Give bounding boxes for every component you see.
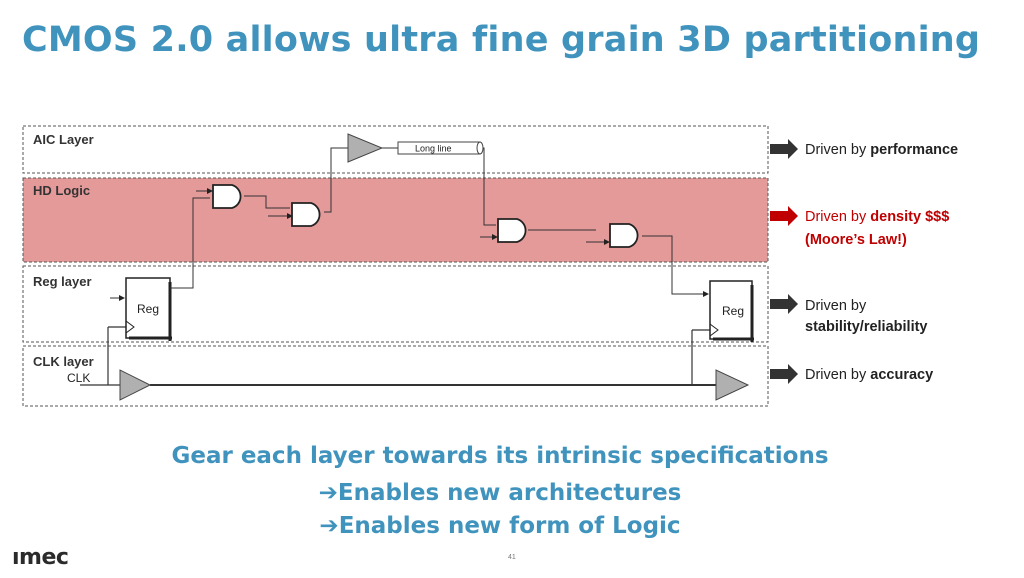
aic-buffer-icon [347,133,384,163]
and-gate-2-icon [291,202,321,227]
hd-driver-text: Driven by density $$$ [805,209,949,225]
reg-layer-label: Reg layer [33,274,92,289]
hd-driver-arrow-icon [770,206,798,226]
bottom-line-3-text: Enables new form of Logic [338,513,681,539]
reg-driver-arrow-icon [770,294,798,314]
arrow-icon: ➔ [318,480,338,506]
clk-wiring [80,326,716,386]
clk-driver-text: Driven by accuracy [805,367,933,383]
bottom-line-2-text: Enables new architectures [337,480,682,506]
logic-wiring [110,147,709,301]
clk-buffer-left-icon [119,369,152,401]
slide-title: CMOS 2.0 allows ultra fine grain 3D part… [22,20,981,60]
page-number: 41 [508,554,516,561]
bottom-line-3: ➔Enables new form of Logic [0,513,1000,539]
and-gate-3-icon [497,218,527,243]
hd-logic-layer-label: HD Logic [33,183,90,198]
register-right-label: Reg [722,304,744,318]
clk-layer-box [22,345,769,407]
imec-logo: ımec [12,545,69,570]
register-left [125,277,172,341]
register-left-label: Reg [137,302,159,316]
clk-layer-label: CLK layer [33,354,94,369]
reg-driver-text-line2: stability/reliability [805,319,928,335]
aic-layer-box [22,125,769,174]
bottom-line-1: Gear each layer towards its intrinsic sp… [171,443,829,469]
reg-driver-text-line1: Driven by [805,298,867,314]
aic-driver-text: Driven by performance [805,142,958,158]
long-line-cylinder-icon [397,141,484,155]
hd-driver-text-line2: (Moore’s Law!) [805,232,907,248]
clk-label: CLK [67,371,90,385]
clk-driver-arrow-icon [770,364,798,384]
and-gate-1-icon [212,184,242,209]
long-line-label: Long line [415,144,452,154]
bottom-line-2: ➔Enables new architectures [0,480,1000,506]
register-right [709,280,754,342]
aic-driver-arrow-icon [770,139,798,159]
and-gate-4-icon [609,223,639,248]
aic-layer-label: AIC Layer [33,132,94,147]
hd-logic-layer-box [22,177,769,263]
clk-buffer-right-icon [715,369,750,401]
arrow-icon: ➔ [319,513,339,539]
